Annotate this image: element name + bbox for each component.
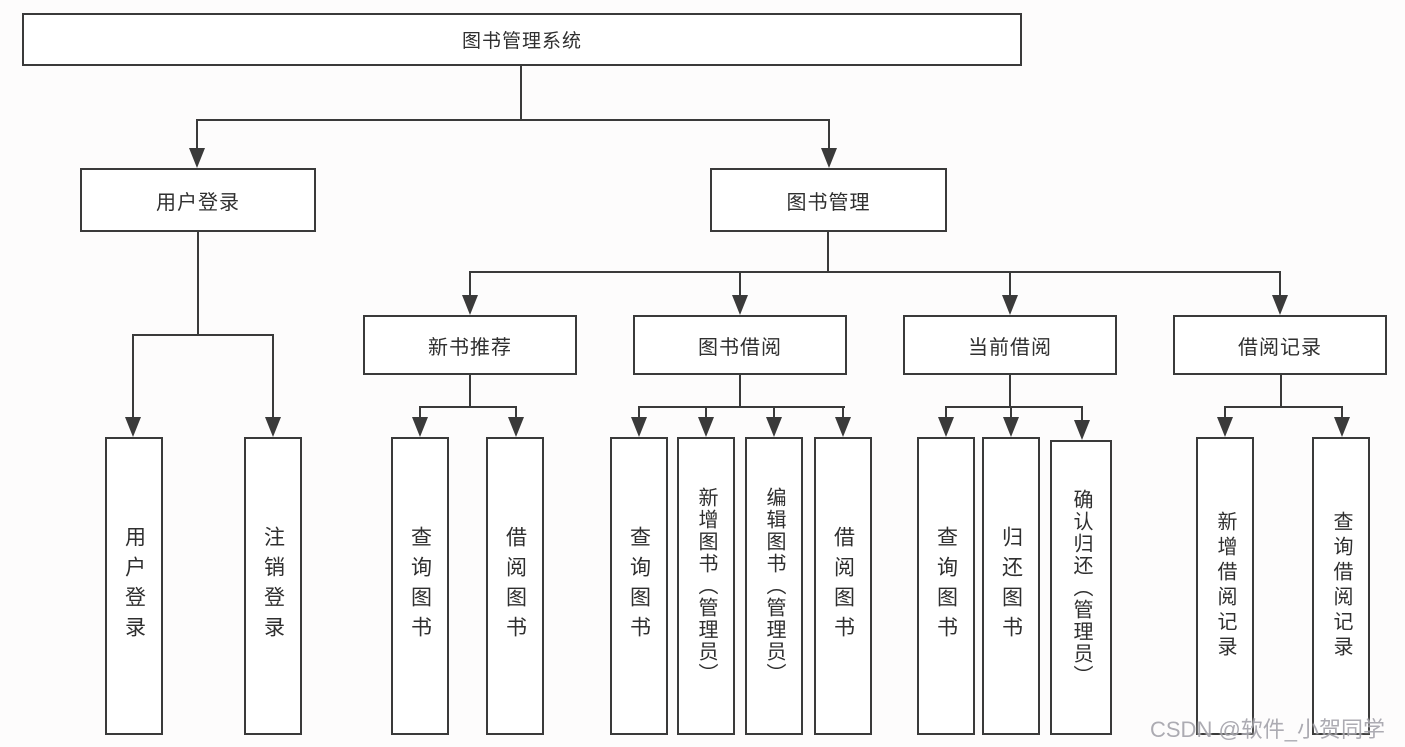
connector-line (842, 406, 844, 421)
connector-line (705, 406, 707, 421)
arrow-down-icon (412, 417, 428, 437)
leaf-logout: 注销登录 (244, 437, 302, 735)
leaf-confirm-return-admin: 确认归还（管理员） (1050, 440, 1112, 735)
arrow-down-icon (821, 148, 837, 168)
connector-line (132, 334, 274, 336)
arrow-down-icon (508, 417, 524, 437)
node-borrowing-records: 借阅记录 (1173, 315, 1387, 375)
connector-line (773, 406, 775, 421)
arrow-down-icon (698, 417, 714, 437)
node-book-management: 图书管理 (710, 168, 947, 232)
leaf-borrow-books-recommend: 借阅图书 (486, 437, 544, 735)
connector-line (196, 119, 830, 121)
connector-line (1279, 271, 1281, 299)
connector-line (419, 406, 421, 421)
connector-line (1081, 406, 1083, 421)
connector-line (469, 375, 471, 408)
watermark: CSDN @软件_小贺同学 (1150, 717, 1386, 742)
leaf-query-borrow-record: 查询借阅记录 (1312, 437, 1370, 735)
arrow-down-icon (1217, 417, 1233, 437)
node-current-borrowing: 当前借阅 (903, 315, 1117, 375)
arrow-down-icon (189, 148, 205, 168)
arrow-down-icon (938, 417, 954, 437)
connector-line (739, 271, 741, 299)
arrow-down-icon (462, 295, 478, 315)
arrow-down-icon (265, 417, 281, 437)
node-library-management-system: 图书管理系统 (22, 13, 1022, 66)
arrow-down-icon (125, 417, 141, 437)
arrow-down-icon (835, 417, 851, 437)
connector-line (638, 406, 845, 408)
arrow-down-icon (631, 417, 647, 437)
connector-line (1009, 271, 1011, 299)
leaf-query-books-current: 查询图书 (917, 437, 975, 735)
connector-line (196, 119, 198, 151)
connector-line (1224, 406, 1226, 421)
node-new-book-recommend: 新书推荐 (363, 315, 577, 375)
connector-line (520, 66, 522, 121)
leaf-query-books-borrowing: 查询图书 (610, 437, 668, 735)
connector-line (945, 406, 947, 421)
leaf-add-book-admin: 新增图书（管理员） (677, 437, 735, 735)
connector-line (1280, 375, 1282, 408)
leaf-borrow-books-borrowing: 借阅图书 (814, 437, 872, 735)
connector-line (469, 271, 471, 299)
node-book-borrowing: 图书借阅 (633, 315, 847, 375)
leaf-return-books: 归还图书 (982, 437, 1040, 735)
connector-line (1010, 406, 1012, 421)
arrow-down-icon (1334, 417, 1350, 437)
arrow-down-icon (1003, 417, 1019, 437)
leaf-user-login: 用户登录 (105, 437, 163, 735)
connector-line (1009, 375, 1011, 408)
connector-line (1341, 406, 1343, 421)
connector-line (132, 334, 134, 421)
arrow-down-icon (1002, 295, 1018, 315)
connector-line (638, 406, 640, 421)
node-user-login: 用户登录 (80, 168, 316, 232)
arrow-down-icon (1272, 295, 1288, 315)
connector-line (739, 375, 741, 408)
connector-line (419, 406, 517, 408)
connector-line (828, 119, 830, 151)
leaf-edit-book-admin: 编辑图书（管理员） (745, 437, 803, 735)
connector-line (469, 271, 1281, 273)
connector-line (197, 232, 199, 336)
arrow-down-icon (766, 417, 782, 437)
connector-line (945, 406, 1083, 408)
arrow-down-icon (732, 295, 748, 315)
leaf-query-books-recommend: 查询图书 (391, 437, 449, 735)
arrow-down-icon (1074, 420, 1090, 440)
connector-line (515, 406, 517, 421)
leaf-add-borrow-record: 新增借阅记录 (1196, 437, 1254, 735)
connector-line (272, 334, 274, 421)
connector-line (827, 232, 829, 273)
connector-line (1224, 406, 1343, 408)
